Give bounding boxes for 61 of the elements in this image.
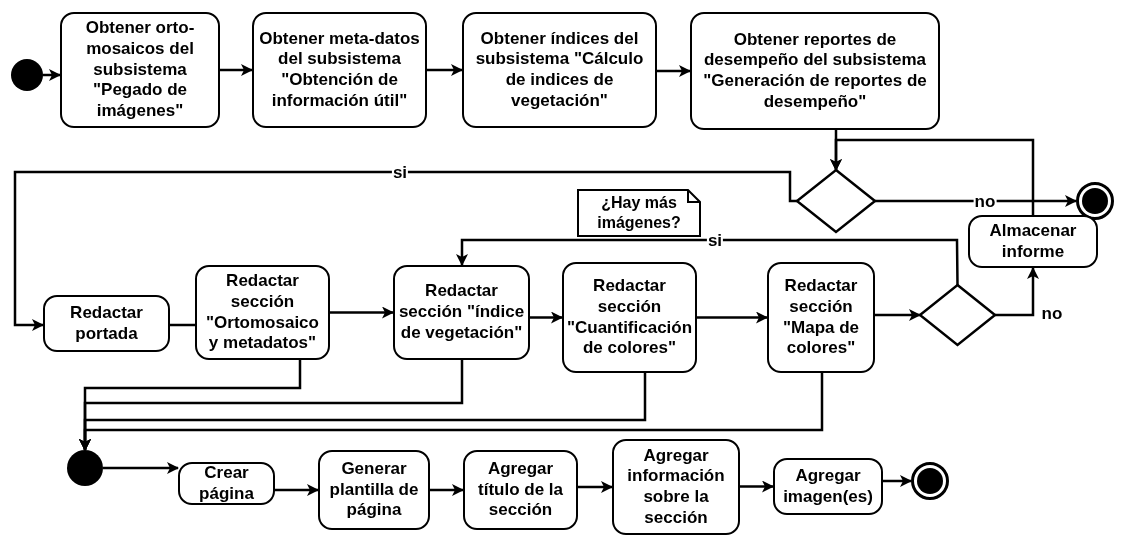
end-node <box>1076 182 1114 220</box>
start-node <box>67 450 103 486</box>
activity-box <box>773 458 883 515</box>
arrow <box>883 475 912 487</box>
arrow <box>427 64 463 76</box>
activity-box <box>968 215 1098 268</box>
activity-box <box>463 450 578 530</box>
arrow <box>830 138 1035 215</box>
arrow <box>103 462 179 474</box>
arrow <box>13 170 798 331</box>
arrow <box>530 311 563 324</box>
decision-diamond <box>920 285 995 345</box>
arrow <box>220 64 253 76</box>
arrow <box>456 238 959 285</box>
activity-label: Generar plantilla de página <box>328 458 420 522</box>
activity-label: Redactar portada <box>69 302 144 345</box>
activity-label: Crear página <box>198 462 255 505</box>
arrow <box>275 484 319 496</box>
start-node <box>11 59 43 91</box>
activity-label: Redactar sección "Ortomosaico y metadatos" <box>205 271 320 354</box>
activity-label: Redactar sección "Cuantificación de colores" <box>566 276 693 359</box>
note <box>578 190 700 236</box>
decision-diamond <box>797 170 875 232</box>
activity-label: Almacenar informe <box>988 220 1078 263</box>
activity-label: Agregar imagen(es) <box>782 465 874 508</box>
activity-label: Obtener reportes de desempeño del subsistema "Generación de reportes de desempeño" <box>702 29 928 113</box>
activity-box <box>393 265 530 360</box>
arrow <box>740 480 774 493</box>
edge-label: si <box>391 163 409 181</box>
end-node <box>911 462 949 500</box>
activity-label: Obtener orto-mosaicos del subsistema "Pegado de imágenes" <box>84 18 196 122</box>
connector-line <box>170 323 195 327</box>
activity-box <box>178 462 275 505</box>
activity-box <box>690 12 940 130</box>
arrow <box>43 69 61 81</box>
activity-label: Redactar sección "Mapa de colores" <box>781 276 861 359</box>
activity-box <box>462 12 657 128</box>
arrow <box>430 484 464 496</box>
activity-box <box>318 450 430 530</box>
activity-box <box>612 439 740 535</box>
arrow <box>79 373 824 451</box>
arrow <box>875 195 1077 207</box>
activity-box <box>195 265 330 360</box>
activity-box <box>767 262 875 373</box>
arrow <box>875 309 921 321</box>
edge-label: si <box>706 231 724 249</box>
note-text: ¿Hay más imágenes? <box>596 193 682 233</box>
activity-box <box>43 295 170 352</box>
activity-label: Agregar información sobre la sección <box>626 445 726 529</box>
activity-label: Obtener meta-datos del subsistema "Obtención de información útil" <box>258 28 421 112</box>
activity-label: Obtener índices del subsistema "Cálculo de indices de vegetación" <box>474 28 645 112</box>
activity-label: Redactar sección "índice de vegetación" <box>398 281 525 344</box>
activity-box <box>562 262 697 373</box>
activity-label: Agregar título de la sección <box>477 458 564 522</box>
activity-box <box>60 12 220 128</box>
arrow <box>578 481 613 493</box>
arrow <box>657 65 691 77</box>
activity-box <box>252 12 427 128</box>
arrow <box>697 311 768 324</box>
arrow <box>330 306 394 319</box>
arrow <box>995 267 1039 317</box>
